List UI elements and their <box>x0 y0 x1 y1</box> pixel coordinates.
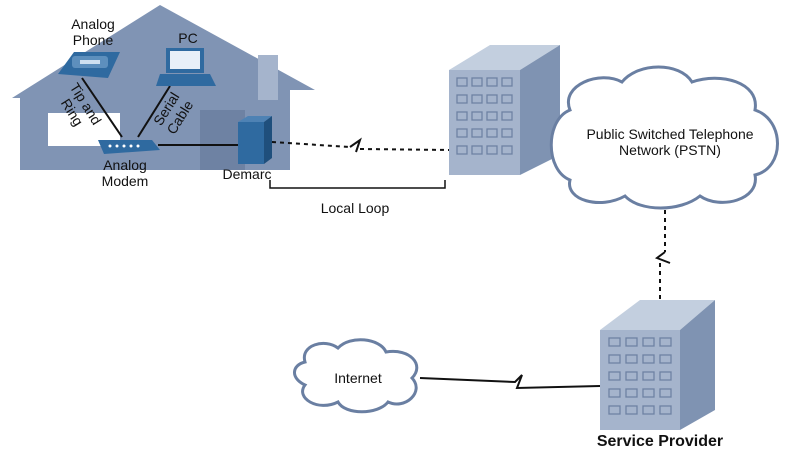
analog-phone-label: Analog Phone <box>71 16 115 48</box>
analog-modem-label: Analog Modem <box>101 157 149 189</box>
local-loop-bracket <box>269 180 446 189</box>
serial-cable <box>137 85 171 138</box>
internet-label: Internet <box>334 370 382 386</box>
local-loop-link <box>271 137 451 153</box>
pc-icon <box>156 48 216 86</box>
demarc-icon <box>238 116 272 164</box>
internet-provider-link <box>419 374 601 390</box>
pstn-provider-link <box>654 210 671 305</box>
local-loop-label: Local Loop <box>320 200 390 216</box>
pc-label: PC <box>178 30 198 46</box>
pstn-label: Public Switched Telephone Network (PSTN) <box>586 126 754 158</box>
internet-cloud <box>293 338 419 414</box>
service-provider-label: Service Provider <box>596 433 724 450</box>
demarc-label: Demarc <box>222 166 272 182</box>
pstn-cloud <box>549 65 779 210</box>
analog-modem-icon <box>98 140 160 154</box>
central-office-building <box>449 45 560 175</box>
service-provider-building <box>600 300 715 430</box>
tip-ring-cable <box>81 77 123 138</box>
analog-phone-icon <box>58 52 120 78</box>
house-door <box>200 110 245 170</box>
house-chimney <box>258 55 278 100</box>
